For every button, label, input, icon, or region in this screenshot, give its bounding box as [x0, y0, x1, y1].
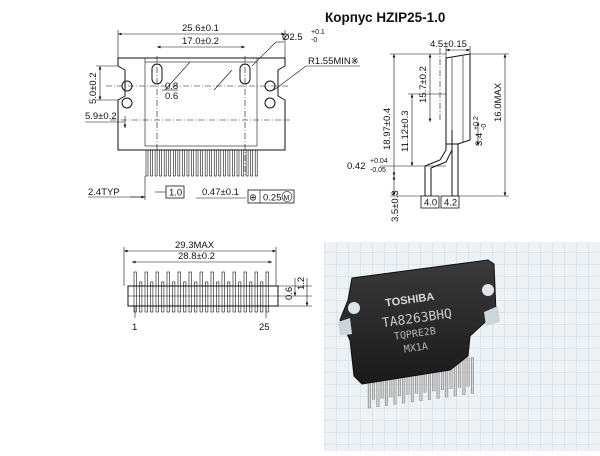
- bottom-view-lead: [194, 281, 198, 313]
- dim-position-mod: M: [284, 195, 290, 202]
- package-title: Корпус HZIP25-1.0: [325, 10, 445, 25]
- dim-body-width: 25.6±0.1: [182, 23, 219, 34]
- dim-slot-b: 0.6: [165, 91, 178, 102]
- dim-left-offset: 5.9±0.2: [85, 111, 117, 122]
- top-view-leads: [145, 149, 258, 177]
- top-view-lead: [232, 149, 235, 177]
- dim-row-b: 4.2: [444, 198, 457, 209]
- bottom-view-lead: [188, 271, 192, 313]
- dim-pitch-typ: 2.4TYP: [88, 187, 120, 198]
- dim-bottom-b: 1.2: [296, 277, 307, 290]
- top-view-lead: [182, 149, 185, 177]
- dim-pitch: 1.0: [169, 188, 182, 199]
- top-view-lead: [168, 149, 172, 177]
- photo-lead: [471, 357, 474, 394]
- dim-hole-diameter-tol-lower: -0: [311, 37, 317, 44]
- bottom-view-lead: [243, 271, 247, 313]
- photo-marking-line2: MX1A: [403, 341, 428, 355]
- bottom-view-lead: [221, 271, 225, 313]
- top-view-lead: [241, 149, 244, 177]
- top-view-lead: [159, 149, 162, 177]
- bottom-view-lead: [172, 281, 176, 313]
- bottom-view-lead: [199, 271, 203, 313]
- bottom-view: 29.3MAX 28.8±0.2 0.6 1.2 1 25: [123, 240, 312, 333]
- bottom-view-lead: [150, 281, 154, 313]
- photo-lead: [466, 358, 470, 387]
- bottom-view-lead: [216, 281, 220, 313]
- top-view-lead: [236, 149, 240, 177]
- bottom-view-lead: [205, 281, 209, 313]
- dim-body-height: 18.97±0.4: [382, 108, 393, 150]
- bottom-view-lead: [265, 271, 269, 313]
- dim-lead-thick: 0.42: [347, 161, 366, 172]
- dim-bottom-a: 0.6: [284, 287, 295, 300]
- side-view: 4.5±0.15 16.0MAX 15.7±0.2 18.97±0.4 11.1…: [347, 39, 509, 222]
- dim-upper-height: 15.7±0.2: [418, 66, 429, 103]
- dim-hole-diameter: Ø2.5: [282, 32, 303, 43]
- top-view-lead: [227, 149, 231, 177]
- top-view-lead: [250, 149, 253, 177]
- dim-lead-width: 0.47±0.1: [202, 187, 239, 198]
- bottom-view-lead: [210, 271, 214, 313]
- bottom-view-lead: [155, 271, 159, 313]
- bottom-view-lead: [254, 271, 258, 313]
- dim-row-a: 4.0: [424, 198, 437, 209]
- bottom-view-lead: [139, 281, 143, 313]
- component-photo: TOSHIBA TA8263BHQ TQPRE2B MX1A: [324, 242, 600, 451]
- pin-last-label: 25: [259, 322, 270, 333]
- dim-lead-thick-tol-lower: -0.05: [370, 167, 386, 174]
- dim-thickness: 4.5±0.15: [430, 39, 467, 50]
- top-view-lead: [195, 149, 199, 177]
- top-view-lead: [209, 149, 212, 177]
- dim-tab-tol-lower: -0: [481, 124, 488, 130]
- dim-lead-length: 3.5±0.3: [390, 190, 401, 222]
- top-view-lead: [254, 149, 258, 177]
- dim-lead-thick-tol-upper: +0.04: [370, 158, 388, 165]
- bottom-view-lead: [238, 281, 242, 313]
- dim-total-height: 16.0MAX: [493, 82, 504, 122]
- dim-position-symbol: ⊕: [249, 193, 257, 204]
- dim-lead-span: 28.8±0.2: [178, 251, 215, 262]
- bottom-view-lead: [227, 281, 231, 313]
- dim-body-mid: 11.12±0.3: [400, 111, 411, 153]
- dim-tab-tol-upper: +0.2: [473, 116, 480, 130]
- top-view-lead: [218, 149, 222, 177]
- top-view-lead: [177, 149, 181, 177]
- dim-slot-a: 0.8: [165, 81, 178, 92]
- top-view-lead: [213, 149, 217, 177]
- bottom-view-lead: [260, 281, 264, 313]
- top-view-lead: [245, 149, 249, 177]
- dim-radius: R1.55MIN※: [308, 56, 359, 67]
- bottom-view-lead: [144, 271, 148, 313]
- top-view-lead: [186, 149, 190, 177]
- dim-hole-spacing: 17.0±0.2: [182, 36, 219, 47]
- top-view-lead: [173, 149, 176, 177]
- top-view-lead: [163, 149, 167, 177]
- photo-lead: [462, 358, 466, 395]
- top-view-lead: [223, 149, 226, 177]
- bottom-view-lead: [183, 281, 187, 313]
- top-view-lead: [191, 149, 194, 177]
- dim-hole-diameter-tol-upper: +0.1: [311, 29, 325, 36]
- top-view-lead: [200, 149, 203, 177]
- top-view-lead: [150, 149, 153, 177]
- bottom-view-lead: [177, 271, 181, 313]
- top-view-lead: [154, 149, 158, 177]
- bottom-view-lead: [249, 281, 253, 313]
- pin-first-label: 1: [132, 322, 137, 333]
- top-view-lead: [145, 149, 149, 177]
- bottom-view-lead: [166, 271, 170, 313]
- bottom-view-lead: [161, 281, 165, 313]
- top-view-lead: [204, 149, 208, 177]
- bottom-view-lead: [232, 271, 236, 313]
- dim-tab: 3.4: [474, 133, 485, 146]
- dim-total-width: 29.3MAX: [175, 240, 215, 251]
- bottom-view-leads: [133, 271, 269, 313]
- dim-position-tol: 0.25: [263, 193, 282, 204]
- dim-left-height: 5.0±0.2: [88, 72, 99, 104]
- top-view: 25.6±0.1 17.0±0.2 Ø2.5 +0.1 -0 R1.55MIN※…: [85, 23, 360, 204]
